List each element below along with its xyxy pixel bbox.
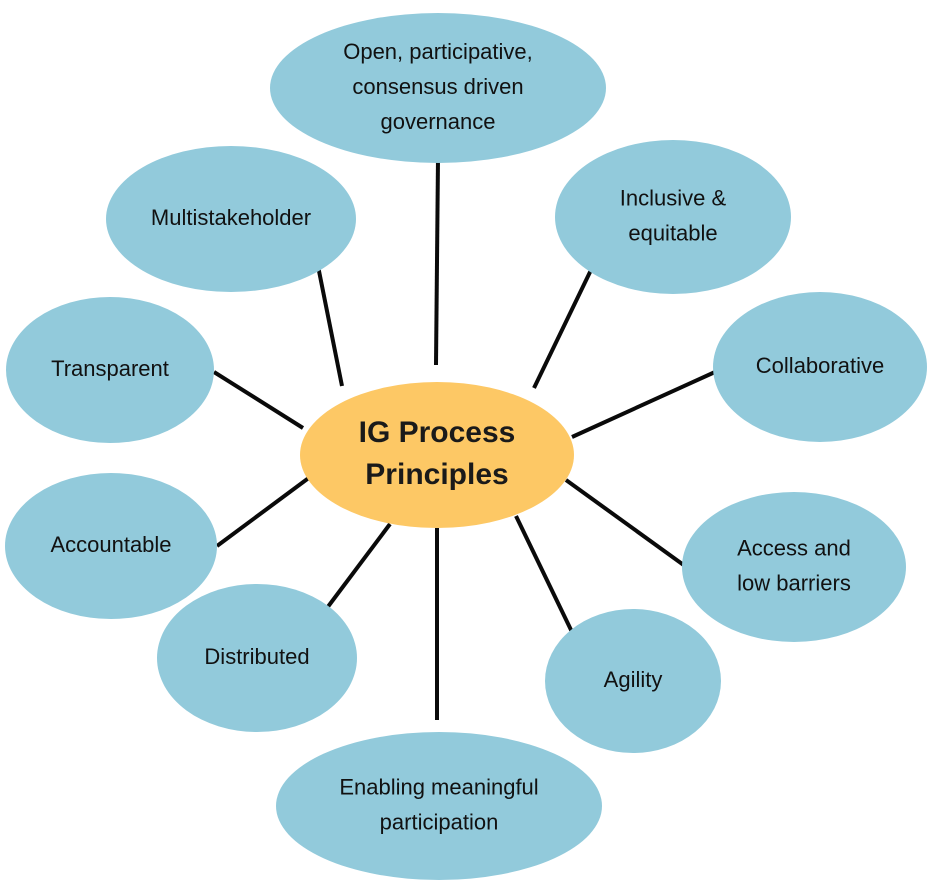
principle-label: Open, participative, [343,39,533,64]
principle-label: Collaborative [756,353,884,378]
principle-label: Distributed [204,644,309,669]
principle-node-distributed: Distributed [157,584,357,732]
principle-bubble [682,492,906,642]
principle-label: governance [381,109,496,134]
principle-label: Transparent [51,356,169,381]
connector-distributed [325,522,392,610]
principle-node-accountable: Accountable [5,473,217,619]
connector-transparent [212,370,305,430]
principle-bubble [157,584,357,732]
principle-node-multistakeholder: Multistakeholder [106,146,356,292]
center-title: IG Process [359,416,516,449]
principle-label: Accountable [50,532,171,557]
connector-collaborative [571,370,716,439]
principle-label: equitable [628,220,717,245]
principle-node-collaborative: Collaborative [713,292,927,442]
center-title: Principles [365,458,508,491]
connector-agility [514,515,574,633]
principle-bubble [106,146,356,292]
principle-label: Inclusive & [620,185,727,210]
principle-label: consensus driven [352,74,523,99]
principle-bubble [555,140,791,294]
center-bubble [300,382,574,528]
principle-label: Enabling meaningful [339,774,538,799]
principle-bubble [545,609,721,753]
principle-bubble [270,13,606,163]
principle-bubble [276,732,602,880]
principle-label: participation [380,809,499,834]
principle-nodes: Open, participative, consensus driven gove… [5,13,927,880]
principle-node-access-low-barriers: Access and low barriers [682,492,906,642]
connector-accountable [215,475,312,548]
principle-node-transparent: Transparent [6,297,214,443]
principle-label: Access and [737,535,851,560]
connector-open-participative [434,157,440,366]
connectors [212,157,716,720]
principle-label: Multistakeholder [151,205,311,230]
principle-node-agility: Agility [545,609,721,753]
principle-node-enabling-meaningful-participation: Enabling meaningful participation [276,732,602,880]
connector-access-low-barriers [564,478,687,568]
principle-bubble [6,297,214,443]
principle-bubble [713,292,927,442]
principle-label: Agility [604,667,663,692]
principle-node-open-participative: Open, participative, consensus driven gove… [270,13,606,163]
connector-inclusive-equitable [532,269,593,389]
connector-multistakeholder [316,265,344,387]
principle-label: low barriers [737,570,851,595]
principle-bubble [5,473,217,619]
principle-node-inclusive-equitable: Inclusive & equitable [555,140,791,294]
